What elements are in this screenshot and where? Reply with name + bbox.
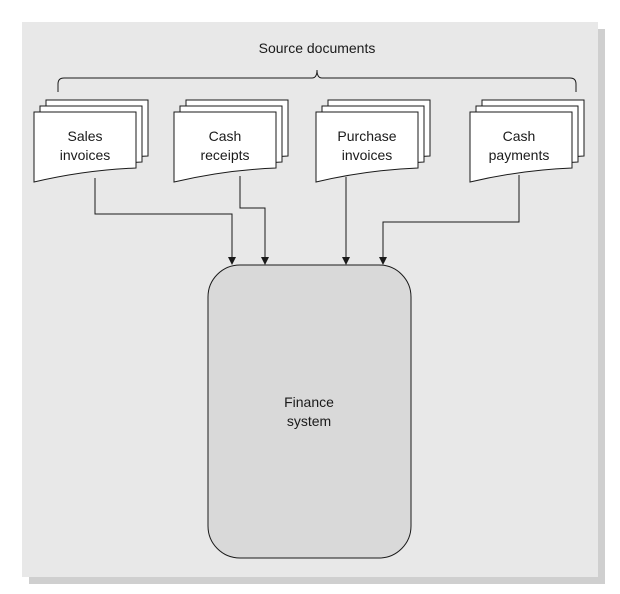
document-label-line2: invoices	[60, 147, 111, 163]
finance-system-box	[207, 264, 412, 559]
connector-arrow-cash-receipts	[239, 176, 269, 265]
document-label-line1: Cash	[209, 128, 242, 144]
source-documents-header: Source documents	[259, 40, 376, 56]
document-label-line2: payments	[489, 147, 550, 163]
connector-arrow-sales-invoices	[94, 178, 236, 265]
document-label-line1: Cash	[503, 128, 536, 144]
connector-arrow-cash-payments	[379, 175, 520, 265]
document-label-line2: receipts	[200, 147, 249, 163]
document-label-line1: Purchase	[337, 128, 396, 144]
document-stack-cash-receipts: Cash receipts	[173, 99, 289, 183]
document-stack-purchase-invoices: Purchase invoices	[315, 99, 431, 183]
document-label-line2: invoices	[342, 147, 393, 163]
finance-system-label-line1: Finance	[284, 394, 334, 410]
document-stack-sales-invoices: Sales invoices	[33, 99, 149, 183]
finance-system-label-line2: system	[287, 413, 331, 429]
source-documents-brace	[57, 69, 577, 92]
document-stack-cash-payments: Cash payments	[469, 99, 585, 183]
document-label-line1: Sales	[67, 128, 102, 144]
